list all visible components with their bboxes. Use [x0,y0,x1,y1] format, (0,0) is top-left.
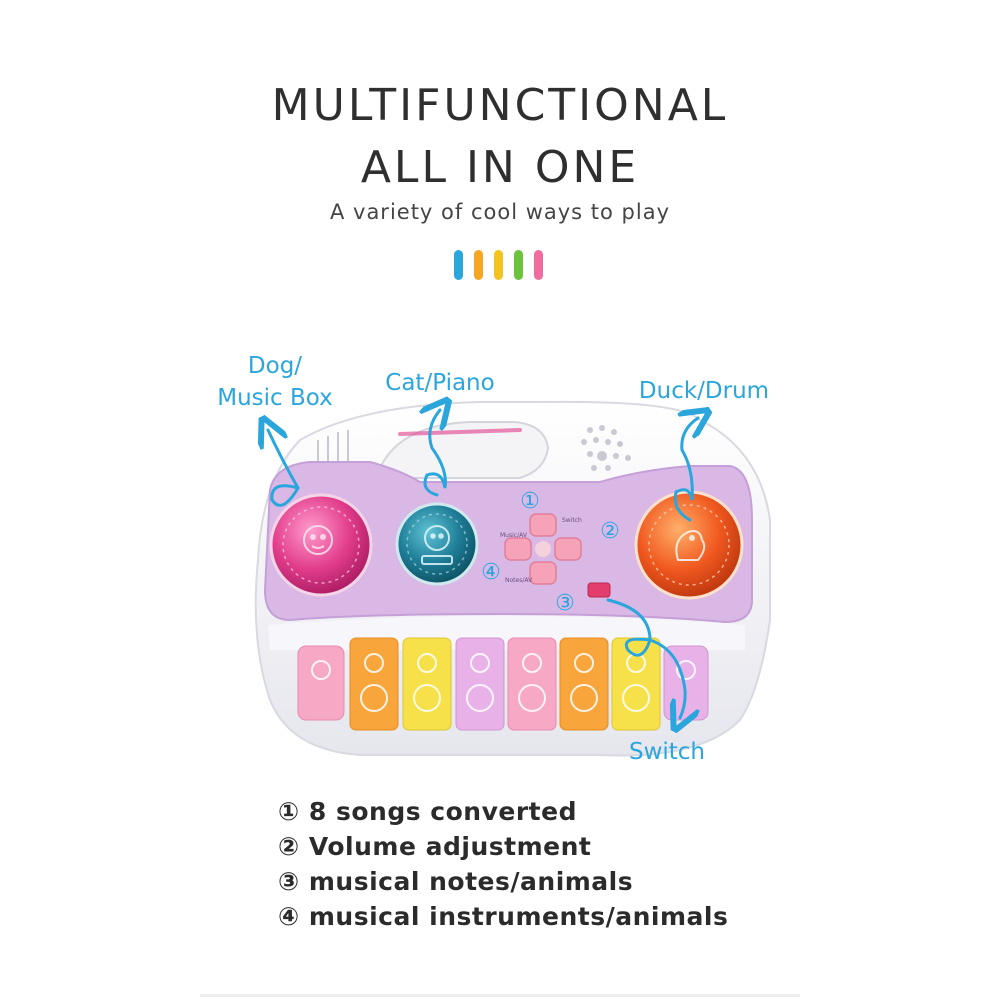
dog-label-line2: Music Box [217,385,333,411]
color-bar-blue [454,250,463,280]
switch-callout-arrow [606,598,685,718]
dog-music-box-label: Dog/ Music Box [205,350,345,414]
color-bar-orange [474,250,483,280]
numbered-markers: ① ② ③ ④ [481,489,620,616]
feature-item-3: ③ musical notes/animals [278,867,634,896]
mode-switch [587,582,611,598]
decorative-color-bars [454,250,543,280]
orange-duck-button [634,490,744,600]
feature-item-4: ④ musical instruments/animals [278,902,729,931]
marker-2: ② [600,519,620,544]
color-bar-yellow [494,250,503,280]
duck-callout-arrow [673,418,698,522]
marker-1: ① [520,489,540,514]
color-bar-pink [534,250,543,280]
feature-item-2: ② Volume adjustment [278,832,592,861]
color-bar-green [514,250,523,280]
cat-callout-arrow [425,410,446,497]
dog-label-line1: Dog/ [247,353,303,379]
page-title-line2: ALL IN ONE [360,142,640,193]
piano-keys [297,637,709,731]
duck-drum-label: Duck/Drum [638,378,770,404]
toy-switch-label: Switch [562,517,582,524]
pink-dog-button [269,493,373,597]
feature-item-1: ① 8 songs converted [278,797,577,826]
cat-piano-label: Cat/Piano [385,370,495,396]
dog-callout-arrow [268,430,300,507]
feature-list: ① 8 songs converted ② Volume adjustment … [278,794,728,934]
switch-label: Switch [628,739,706,765]
footer-divider [200,994,800,997]
toy-notes-label: Notes/AV [505,577,533,584]
page-title-line1: MULTIFUNCTIONAL [271,80,729,131]
marker-4: ④ [481,560,501,585]
teal-cat-button [395,502,479,586]
toy-music-label: Music/AV [500,532,528,539]
d-pad [504,513,582,585]
page-subtitle: A variety of cool ways to play [329,200,671,224]
marker-3: ③ [555,591,575,616]
